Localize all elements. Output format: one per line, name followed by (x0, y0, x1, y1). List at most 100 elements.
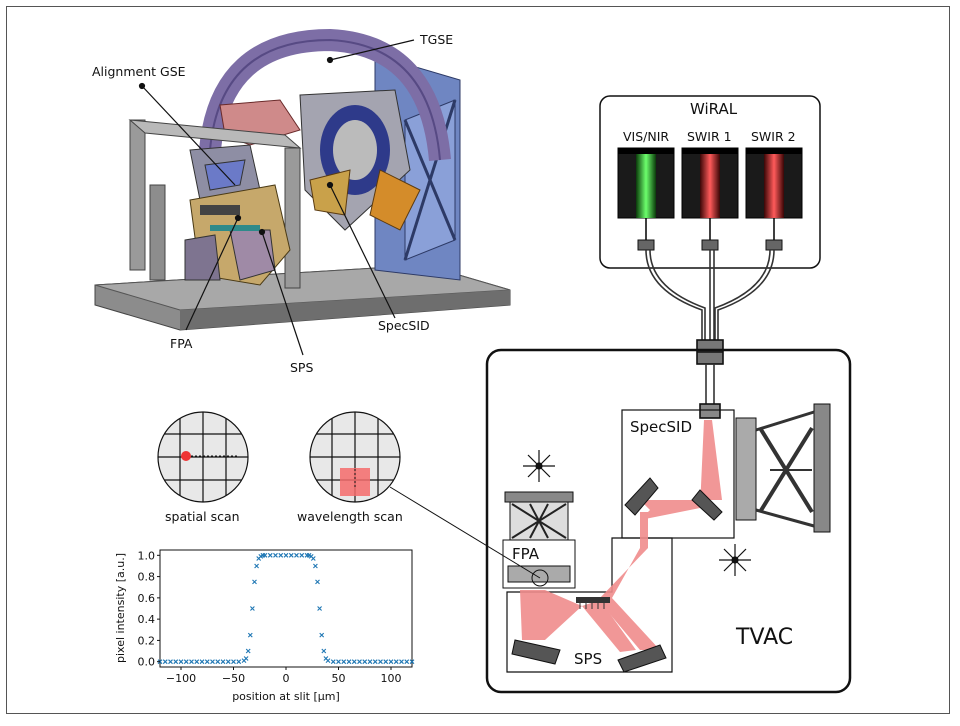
chart-point (313, 563, 318, 569)
chart-point (362, 659, 368, 665)
wiral-channel-label: SWIR 2 (751, 129, 796, 144)
laser-source-swir-2 (745, 147, 803, 251)
chart-point (351, 659, 357, 665)
chart-point (204, 659, 210, 665)
grating (576, 597, 610, 609)
chart-y-tick-label: 0.4 (138, 613, 156, 626)
chart-y-tick-label: 0.2 (138, 634, 156, 647)
chart-point (267, 552, 273, 558)
wavelength-scan-label: wavelength scan (297, 509, 403, 524)
chart-point (210, 659, 215, 665)
callout-tgse: TGSE (419, 32, 453, 47)
chart-point (299, 552, 305, 558)
chart-point (220, 659, 226, 665)
callout-fpa: FPA (170, 336, 193, 351)
chart-x-tick-label: 50 (332, 672, 346, 685)
tvac-label: TVAC (735, 625, 793, 650)
chart-point (231, 659, 236, 665)
spatial-scan-label: spatial scan (165, 509, 240, 524)
chart-point (247, 632, 253, 638)
chart-y-label: pixel intensity [a.u.] (114, 553, 127, 663)
chart-point (178, 659, 184, 665)
chart-point (262, 552, 268, 558)
chart-point (378, 659, 383, 665)
spatial-scan-illustration (157, 411, 249, 503)
chart-point (310, 556, 316, 561)
chart-point (294, 552, 299, 558)
chart-plot-area (159, 549, 413, 668)
chart-point (388, 659, 394, 665)
chart-point (321, 648, 327, 654)
chart-point (199, 659, 205, 665)
cad-rendering (94, 28, 511, 331)
callout-specsid: SpecSID (378, 318, 430, 333)
chart-point (168, 659, 173, 665)
chart-point (254, 563, 259, 569)
chart-x-tick-label: 0 (283, 672, 290, 685)
callout-sps: SPS (290, 360, 313, 375)
chart-point (278, 552, 284, 558)
wavelength-scan-illustration (309, 411, 401, 503)
chart-y-tick-label: 1.0 (138, 549, 156, 562)
chart-point (393, 659, 399, 665)
chart-point (325, 658, 331, 664)
fpa-assembly (502, 491, 576, 589)
chart-x-label: position at slit [μm] (232, 690, 340, 703)
motion-axes-symbol (523, 450, 751, 576)
chart-point (189, 659, 194, 665)
laser-source-vis-nir (617, 147, 675, 251)
chart-point (367, 659, 373, 665)
chart-y-tick-label: 0.8 (138, 571, 156, 584)
chart-point (336, 659, 341, 665)
specsid-box (621, 409, 735, 539)
zoom-leader-line (389, 486, 541, 579)
chart-x-tick-label: −50 (222, 672, 245, 685)
chart-point (404, 659, 410, 665)
callout-lines (138, 39, 415, 356)
chart-point (283, 552, 289, 558)
chart-point (399, 659, 404, 665)
chart-point (317, 606, 322, 611)
wiral-lasers (617, 147, 803, 251)
tgse-truss (735, 403, 831, 533)
chart-point (236, 659, 242, 665)
chart-point (225, 659, 231, 665)
chart-point (252, 579, 257, 585)
chart-point (383, 659, 389, 665)
chart-point (409, 659, 415, 665)
chart-point (215, 659, 221, 665)
mirrors (511, 477, 723, 673)
wiral-channel-label: VIS/NIR (623, 129, 669, 144)
chart-y-tick-label: 0.0 (138, 656, 156, 669)
chart-y-tick-label: 0.6 (138, 592, 156, 605)
laser-source-swir-1 (681, 147, 739, 251)
chart-point (245, 648, 251, 654)
fiber-bundle (645, 249, 775, 419)
chart-point (288, 552, 294, 558)
wiral-channel-label: SWIR 1 (687, 129, 732, 144)
chart-x-tick-label: −100 (166, 672, 196, 685)
chart-marks (157, 552, 415, 665)
chart-y-axis: 0.0 0.2 0.4 0.6 0.8 1.0 (138, 549, 160, 669)
chart-point (194, 659, 200, 665)
chart-point (173, 659, 179, 665)
chart-point (341, 659, 347, 665)
chart-point (243, 656, 249, 661)
chart-point (162, 659, 168, 665)
chart-point (330, 659, 336, 665)
fpa-label: FPA (512, 545, 540, 563)
tvac-chamber (485, 348, 852, 694)
specsid-label: SpecSID (630, 418, 692, 436)
chart-point (315, 579, 320, 585)
callout-alignment-gse: Alignment GSE (92, 64, 186, 79)
chart-point (346, 659, 352, 665)
chart-point (183, 659, 189, 665)
chart-point (357, 659, 362, 665)
chart-point (273, 552, 278, 558)
sps-label: SPS (574, 650, 602, 668)
chart-point (250, 606, 255, 611)
wiral-title: WiRAL (690, 100, 738, 118)
